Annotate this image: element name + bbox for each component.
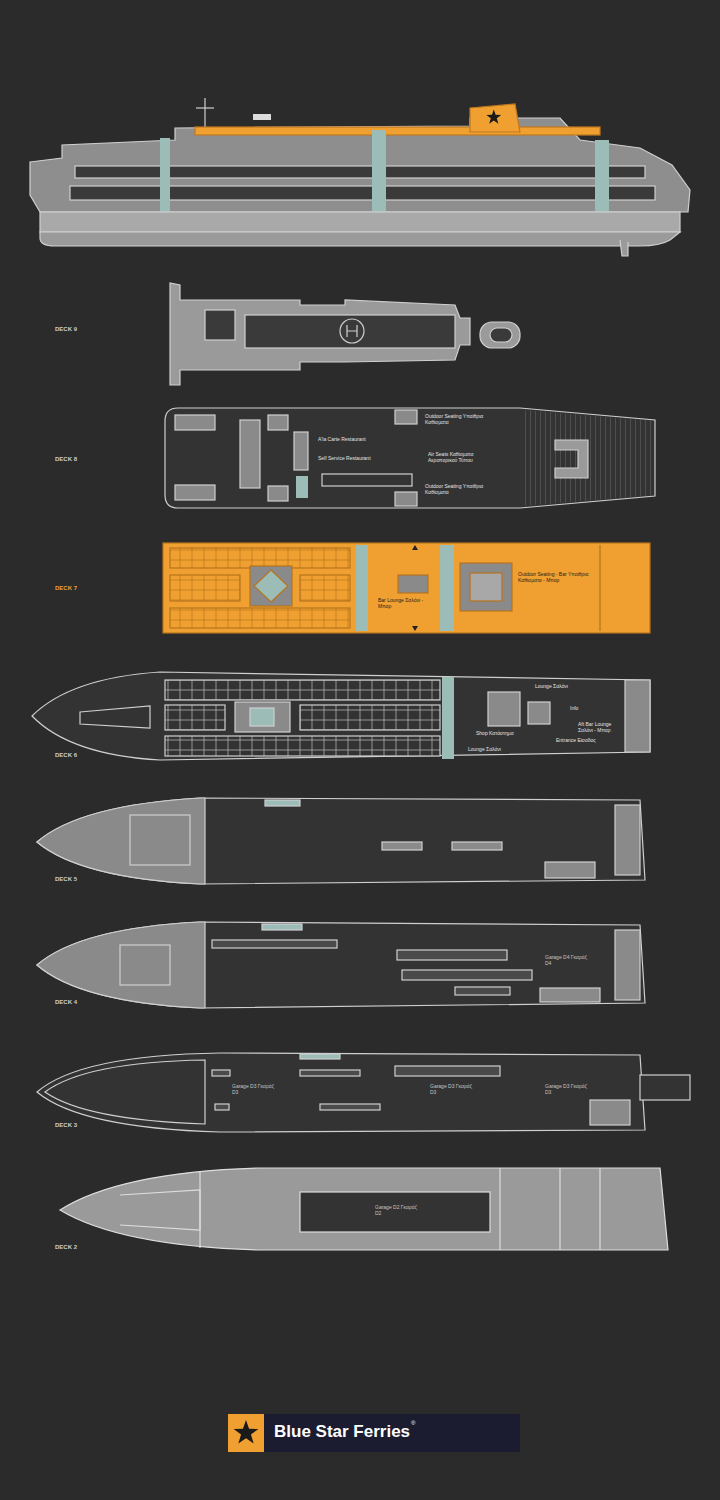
deck-6-plan: DECK 6Lounge ΣαλόνιInfoAft Bar Lounge Σα… bbox=[32, 668, 650, 762]
deck-8-plan: DECK 8Outdoor Seating Υπαίθρια Καθίσματα… bbox=[165, 408, 655, 508]
area-label: Lounge Σαλόνι bbox=[535, 684, 575, 690]
deck-9-outline bbox=[170, 283, 520, 385]
registered-mark: ® bbox=[411, 1420, 415, 1427]
area-label: Garage D4 Γκαράζ D4 bbox=[545, 955, 587, 966]
deck-7-plan: DECK 7Bar Lounge Σαλόνι - ΜπαρOutdoor Se… bbox=[163, 543, 650, 633]
deck-4-plan: DECK 4 Garage D4 Γκαράζ D4 bbox=[37, 922, 645, 1008]
deck-4-outline bbox=[37, 922, 645, 1008]
deck-label: DECK 2 bbox=[55, 1244, 77, 1251]
deck-3-outline bbox=[37, 1053, 690, 1132]
deck-label: DECK 9 bbox=[55, 326, 77, 333]
area-label: Info bbox=[570, 706, 578, 712]
deck-7-outline bbox=[163, 543, 650, 633]
area-label: Garage D3 Γκαράζ D3 bbox=[545, 1084, 587, 1095]
deck-label: DECK 7 bbox=[55, 585, 77, 592]
brand-name: Blue Star Ferries bbox=[274, 1423, 410, 1442]
logo-plan: Blue Star Ferries® bbox=[228, 1414, 520, 1452]
deck-6-outline bbox=[32, 672, 650, 760]
area-label: Aft Bar Lounge Σαλόνι - Μπαρ bbox=[578, 722, 620, 733]
area-label: Outdoor Seating Υπαίθρια Καθίσματα bbox=[425, 484, 487, 495]
deck-2-outline bbox=[60, 1168, 668, 1250]
deck-5-outline bbox=[37, 798, 645, 884]
deck-label: DECK 3 bbox=[55, 1122, 77, 1129]
side-profile bbox=[30, 98, 690, 256]
deck-8-outline bbox=[165, 408, 655, 508]
logo-mark bbox=[228, 1414, 520, 1452]
area-label: Lounge Σαλόνι bbox=[468, 747, 508, 753]
area-label: Outdoor Seating Υπαίθρια Καθίσματα bbox=[425, 414, 487, 425]
area-label: Garage D3 Γκαράζ D3 bbox=[232, 1084, 274, 1095]
area-label: Shop Κατάστημα bbox=[476, 731, 516, 737]
deck-5-plan: DECK 5 bbox=[37, 797, 645, 885]
deck-label: DECK 6 bbox=[55, 752, 77, 759]
deck-label: DECK 5 bbox=[55, 876, 77, 883]
deck-label: DECK 8 bbox=[55, 456, 77, 463]
area-label: Self Service Restaurant bbox=[318, 456, 388, 462]
deck-2-plan: DECK 2Garage D2 Γκαράζ D2 bbox=[60, 1166, 668, 1252]
area-label: A'la Carte Restaurant bbox=[318, 437, 380, 443]
area-label: Garage D2 Γκαράζ D2 bbox=[375, 1205, 420, 1216]
area-label: Outdoor Seating - Bar Υπαίθρια Καθίσματα… bbox=[518, 572, 596, 583]
deck-3-plan: DECK 3 Garage D3 Γκαράζ D3 Garage D3 Γκαρά… bbox=[37, 1052, 690, 1132]
area-label: Garage D3 Γκαράζ D3 bbox=[430, 1084, 472, 1095]
area-label: Bar Lounge Σαλόνι - Μπαρ bbox=[378, 598, 428, 609]
area-label: Air Seats Καθίσματα Αεροπορικού Τύπου bbox=[428, 452, 500, 463]
area-label: Entrance Είσοδος bbox=[556, 738, 598, 744]
deck-label: DECK 4 bbox=[55, 999, 77, 1006]
deck-9-plan: DECK 9 bbox=[168, 283, 520, 385]
